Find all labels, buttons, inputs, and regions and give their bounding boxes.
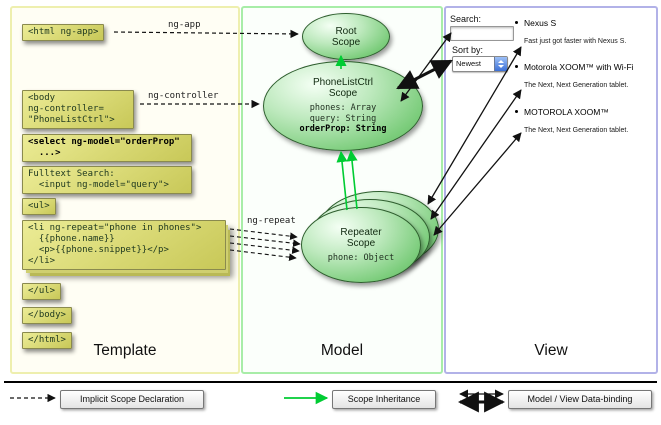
phonelistctrl-scope-ellipse: PhoneListCtrl Scope phones: Array query:… xyxy=(263,61,423,151)
sort-select[interactable]: Newest xyxy=(452,56,508,72)
repeater-scope-ellipse-front: Repeater Scope phone: Object xyxy=(301,207,421,283)
select-arrows-icon xyxy=(494,57,507,71)
code-li-ng-repeat: <li ng-repeat="phone in phones"> {{phone… xyxy=(22,220,226,270)
legend-implicit-scope: Implicit Scope Declaration xyxy=(60,390,204,409)
repeater-prop-phone: phone: Object xyxy=(327,252,395,263)
root-scope-title-line2: Scope xyxy=(331,36,361,48)
ng-controller-label: ng-controller xyxy=(148,91,219,101)
bullet-icon xyxy=(515,65,518,68)
phone-name: Nexus S xyxy=(524,18,557,28)
sort-select-value: Newest xyxy=(456,59,482,68)
root-scope-ellipse: Root Scope xyxy=(302,13,390,60)
phone-snippet: The Next, Next Generation tablet. xyxy=(524,82,629,89)
code-fulltext-search: Fulltext Search: <input ng-model="query"… xyxy=(22,166,192,194)
view-panel-label: View xyxy=(534,342,568,359)
root-scope-title-line1: Root xyxy=(335,25,357,37)
list-item: Motorola XOOM™ with Wi-Fi The Next, Next… xyxy=(515,62,656,89)
list-item: Nexus S Fast just got faster with Nexus … xyxy=(515,18,656,45)
code-body-close: </body> xyxy=(22,307,72,324)
bullet-icon xyxy=(515,21,518,24)
code-html-close: </html> xyxy=(22,332,72,349)
sort-by-label: Sort by: xyxy=(452,45,484,55)
phone-snippet: Fast just got faster with Nexus S. xyxy=(524,38,627,45)
legend-scope-inheritance: Scope Inheritance xyxy=(332,390,436,409)
list-item: MOTOROLA XOOM™ The Next, Next Generation… xyxy=(515,107,656,134)
template-panel-label: Template xyxy=(93,342,157,359)
phonelist-prop-phones: phones: Array xyxy=(309,103,377,114)
search-label: Search: xyxy=(450,14,482,24)
phone-name: Motorola XOOM™ with Wi-Fi xyxy=(524,62,634,72)
bullet-icon xyxy=(515,110,518,113)
code-select-ng-model: <select ng-model="orderProp" ...> xyxy=(22,134,192,162)
code-ul-close: </ul> xyxy=(22,283,62,300)
phonelist-prop-orderprop: orderProp: String xyxy=(299,124,387,135)
phone-snippet: The Next, Next Generation tablet. xyxy=(524,127,629,134)
repeater-title-line2: Scope xyxy=(346,237,376,249)
phone-name: MOTOROLA XOOM™ xyxy=(524,107,609,117)
code-body-ng-controller: <body ng-controller= "PhoneListCtrl"> xyxy=(22,90,134,129)
ng-app-label: ng-app xyxy=(168,20,201,30)
code-ul-open: <ul> xyxy=(22,198,56,215)
repeater-title-line1: Repeater xyxy=(340,226,382,238)
phonelist-title-line2: Scope xyxy=(328,88,358,100)
legend-divider xyxy=(4,381,657,383)
model-panel-label: Model xyxy=(320,342,364,359)
legend-model-view-binding: Model / View Data-binding xyxy=(508,390,652,409)
phonelist-title-line1: PhoneListCtrl xyxy=(312,77,374,89)
ng-repeat-label: ng-repeat xyxy=(247,216,296,226)
code-html-ng-app: <html ng-app> xyxy=(22,24,105,41)
phonelist-prop-query: query: String xyxy=(309,113,377,124)
search-input[interactable] xyxy=(450,26,514,41)
